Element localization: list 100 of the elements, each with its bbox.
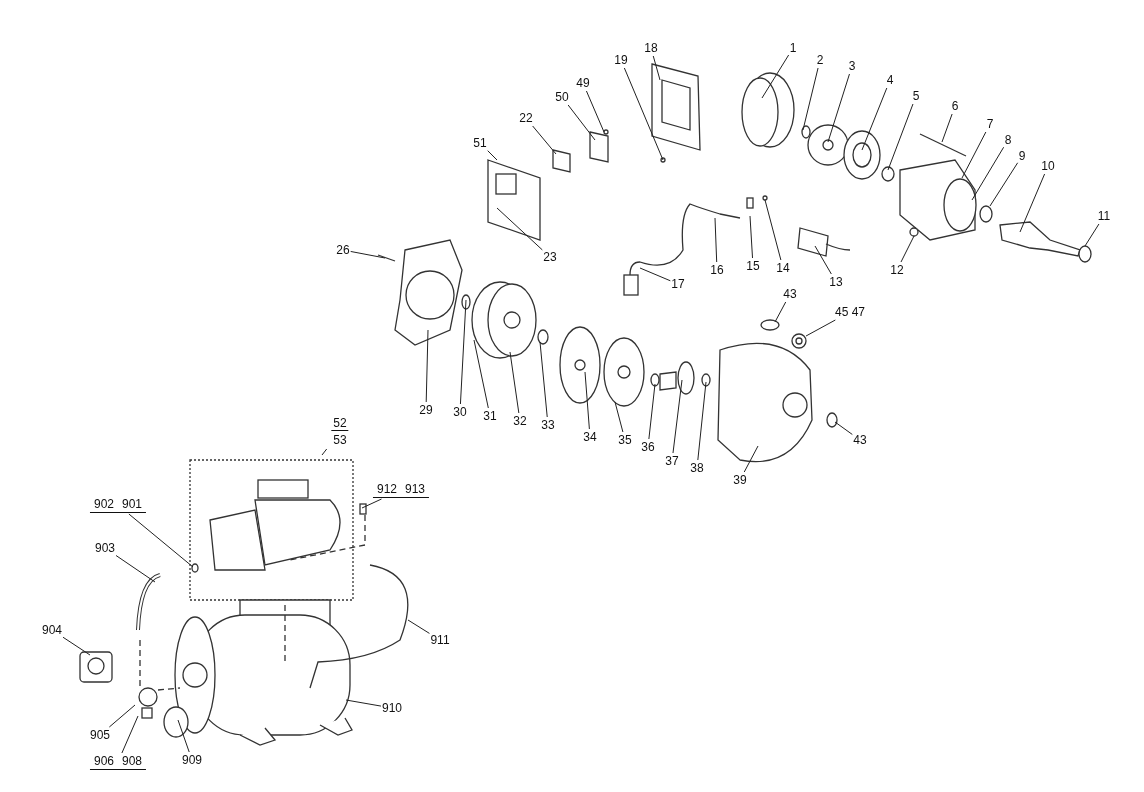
leader-line bbox=[108, 704, 136, 728]
callout-number: 52 bbox=[331, 416, 349, 431]
callout-number: 33 bbox=[541, 418, 555, 432]
callout-number: 49 bbox=[576, 76, 590, 90]
callout-number: 9 bbox=[1018, 149, 1026, 163]
callout-number: 911 bbox=[430, 633, 450, 647]
callout-number: 11 bbox=[1097, 209, 1111, 223]
callout-number: 1 bbox=[789, 41, 797, 55]
leader-line bbox=[1084, 223, 1100, 247]
leader-line bbox=[961, 131, 987, 179]
leader-line bbox=[861, 87, 888, 151]
callout-number: 3 bbox=[848, 59, 856, 73]
callout-number: 14 bbox=[776, 261, 790, 275]
leader-line bbox=[345, 699, 382, 707]
callout-number: 906 bbox=[93, 754, 114, 768]
leader-line bbox=[814, 245, 832, 275]
leader-line bbox=[115, 555, 156, 583]
leader-line bbox=[764, 199, 782, 261]
callout-number: 6 bbox=[951, 99, 959, 113]
leader-line bbox=[62, 636, 91, 656]
leader-line bbox=[361, 498, 382, 509]
leader-line bbox=[121, 715, 139, 754]
leader-line bbox=[539, 341, 548, 418]
callout-number: 905 bbox=[90, 728, 110, 742]
leader-line bbox=[532, 125, 557, 155]
callout-number: 901 bbox=[122, 497, 143, 511]
callout-number: 32 bbox=[513, 414, 527, 428]
leader-line bbox=[652, 55, 661, 81]
callout-number: 4 bbox=[886, 73, 894, 87]
callout-number: 37 bbox=[665, 454, 679, 468]
leader-line bbox=[749, 215, 753, 259]
leader-line bbox=[509, 351, 520, 414]
callout-number: 45 47 bbox=[835, 305, 865, 319]
leader-line bbox=[459, 299, 467, 405]
callout-number: 8 bbox=[1004, 133, 1012, 147]
leader-line bbox=[900, 235, 915, 263]
leader-line bbox=[672, 379, 683, 454]
callout-number: 2 bbox=[816, 53, 824, 67]
leader-line bbox=[805, 319, 836, 337]
leader-line bbox=[177, 719, 190, 753]
leader-line bbox=[567, 104, 596, 141]
callout-number: 910 bbox=[382, 701, 402, 715]
leader-line bbox=[989, 162, 1019, 207]
callout-number: 17 bbox=[671, 277, 685, 291]
leader-line bbox=[496, 207, 543, 251]
leader-line bbox=[425, 329, 429, 403]
callout-number: 31 bbox=[483, 409, 497, 423]
leader-line bbox=[648, 383, 656, 440]
leader-line bbox=[128, 513, 194, 568]
leader-line bbox=[350, 250, 386, 259]
callout-number: 29 bbox=[419, 403, 433, 417]
leader-line bbox=[473, 339, 489, 409]
callout-number: 12 bbox=[890, 263, 904, 277]
callout-number: 38 bbox=[690, 461, 704, 475]
callout-number: 13 bbox=[829, 275, 843, 289]
callout-number: 10 bbox=[1041, 159, 1055, 173]
callout-group bbox=[372, 482, 430, 498]
callout-number: 912 bbox=[376, 482, 397, 496]
leader-line bbox=[827, 73, 850, 143]
callout-number: 30 bbox=[453, 405, 467, 419]
callout-number: 43 bbox=[853, 433, 867, 447]
leader-line bbox=[584, 371, 590, 430]
leader-line bbox=[321, 448, 328, 456]
callout-number: 7 bbox=[986, 117, 994, 131]
callout-number: 16 bbox=[710, 263, 724, 277]
leader-line bbox=[623, 67, 664, 161]
leader-line bbox=[1019, 173, 1046, 233]
leader-line bbox=[487, 150, 498, 161]
callout-number: 23 bbox=[543, 250, 557, 264]
leader-line bbox=[774, 301, 787, 323]
leader-line bbox=[802, 67, 819, 131]
callout-group bbox=[89, 497, 147, 513]
leader-line bbox=[834, 421, 853, 435]
leader-line bbox=[971, 146, 1005, 201]
leader-line bbox=[407, 619, 430, 634]
callout-number: 5 bbox=[912, 89, 920, 103]
callout-number: 22 bbox=[519, 111, 533, 125]
leader-line bbox=[761, 54, 790, 99]
callout-number: 35 bbox=[618, 433, 632, 447]
callout-number: 39 bbox=[733, 473, 747, 487]
callout-number: 902 bbox=[93, 497, 114, 511]
callout-number: 36 bbox=[641, 440, 655, 454]
callout-number: 26 bbox=[336, 243, 350, 257]
callout-number: 904 bbox=[42, 623, 62, 637]
callout-number: 43 bbox=[783, 287, 797, 301]
callout-group bbox=[89, 754, 147, 770]
leader-line bbox=[639, 267, 671, 282]
callout-number: 18 bbox=[644, 41, 658, 55]
callout-number: 908 bbox=[122, 754, 143, 768]
callout-number: 913 bbox=[405, 482, 426, 496]
callout-number: 34 bbox=[583, 430, 597, 444]
leader-line bbox=[714, 217, 718, 263]
callout-number: 50 bbox=[555, 90, 569, 104]
callout-number: 909 bbox=[182, 753, 202, 767]
callout-number: 53 bbox=[333, 433, 347, 447]
leader-line bbox=[941, 113, 953, 143]
leader-line bbox=[697, 381, 707, 461]
callout-number: 51 bbox=[473, 136, 487, 150]
callout-number: 19 bbox=[614, 53, 628, 67]
leader-line bbox=[887, 103, 914, 171]
